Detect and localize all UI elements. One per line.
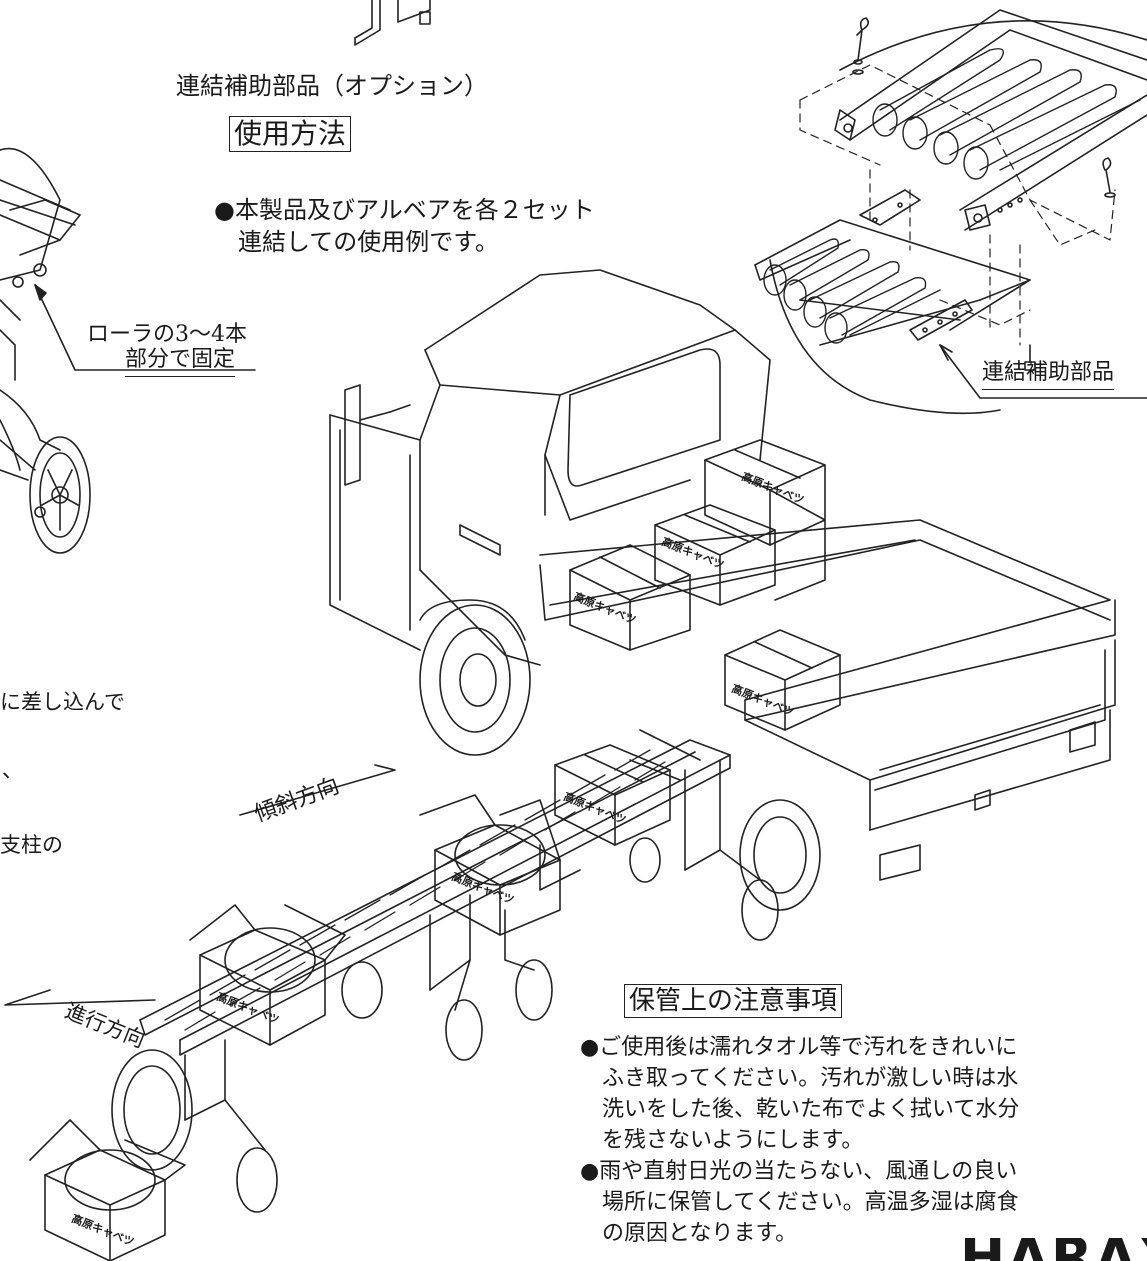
storage-heading: 保管上の注意事項 — [624, 984, 843, 1018]
cargo-boxes-on-truck — [569, 439, 841, 731]
left-note-leader — [34, 284, 256, 371]
option-part-caption: 連結補助部品（オプション） — [176, 72, 488, 100]
usage-heading: 使用方法 — [229, 116, 352, 152]
usage-bullet-line2: 連結しての使用例です。 — [238, 228, 499, 256]
connector-detail-inset — [754, 9, 1147, 415]
incline-direction-arrow — [239, 764, 396, 816]
left-note-line2: 部分で固定 — [125, 343, 236, 377]
storage-bullet1-line4: を残さないようにします。 — [602, 1128, 864, 1153]
connector-callout-label: 連結補助部品 — [982, 356, 1115, 390]
storage-bullet1-line2: ふき取ってください。汚れが激しい時は水 — [602, 1066, 1019, 1091]
left-text-fragment-2: 、 — [2, 758, 23, 782]
storage-bullet1-line3: 洗いをした後、乾いた布でよく拭いて水分 — [602, 1097, 1020, 1122]
brand-logo-clip: HARAX — [960, 1238, 1147, 1261]
boxes-on-conveyor — [29, 744, 671, 1261]
left-text-fragment-1: に差し込んで — [0, 690, 125, 714]
storage-bullet2-line2: 場所に保管してください。高温多湿は腐食 — [602, 1190, 1019, 1215]
storage-bullet2-line1: ●雨や直射日光の当たらない、風通しの良い — [580, 1159, 1018, 1184]
usage-bullet-line1: ●本製品及びアルベアを各２セット — [214, 196, 595, 224]
travel-direction-arrow — [4, 989, 156, 1006]
storage-bullet1-line1: ●ご使用後は濡れタオル等で汚れをきれいに — [580, 1035, 1018, 1060]
left-text-fragment-3: 支柱の — [0, 833, 63, 857]
storage-bullet2-line3: の原因となります。 — [602, 1221, 798, 1246]
brand-logo: HARAX — [960, 1238, 1147, 1261]
left-cart-fragment — [0, 147, 91, 554]
left-note-line1: ローラの3〜4本 — [87, 322, 247, 347]
connector-rail-fragment — [354, 0, 431, 46]
